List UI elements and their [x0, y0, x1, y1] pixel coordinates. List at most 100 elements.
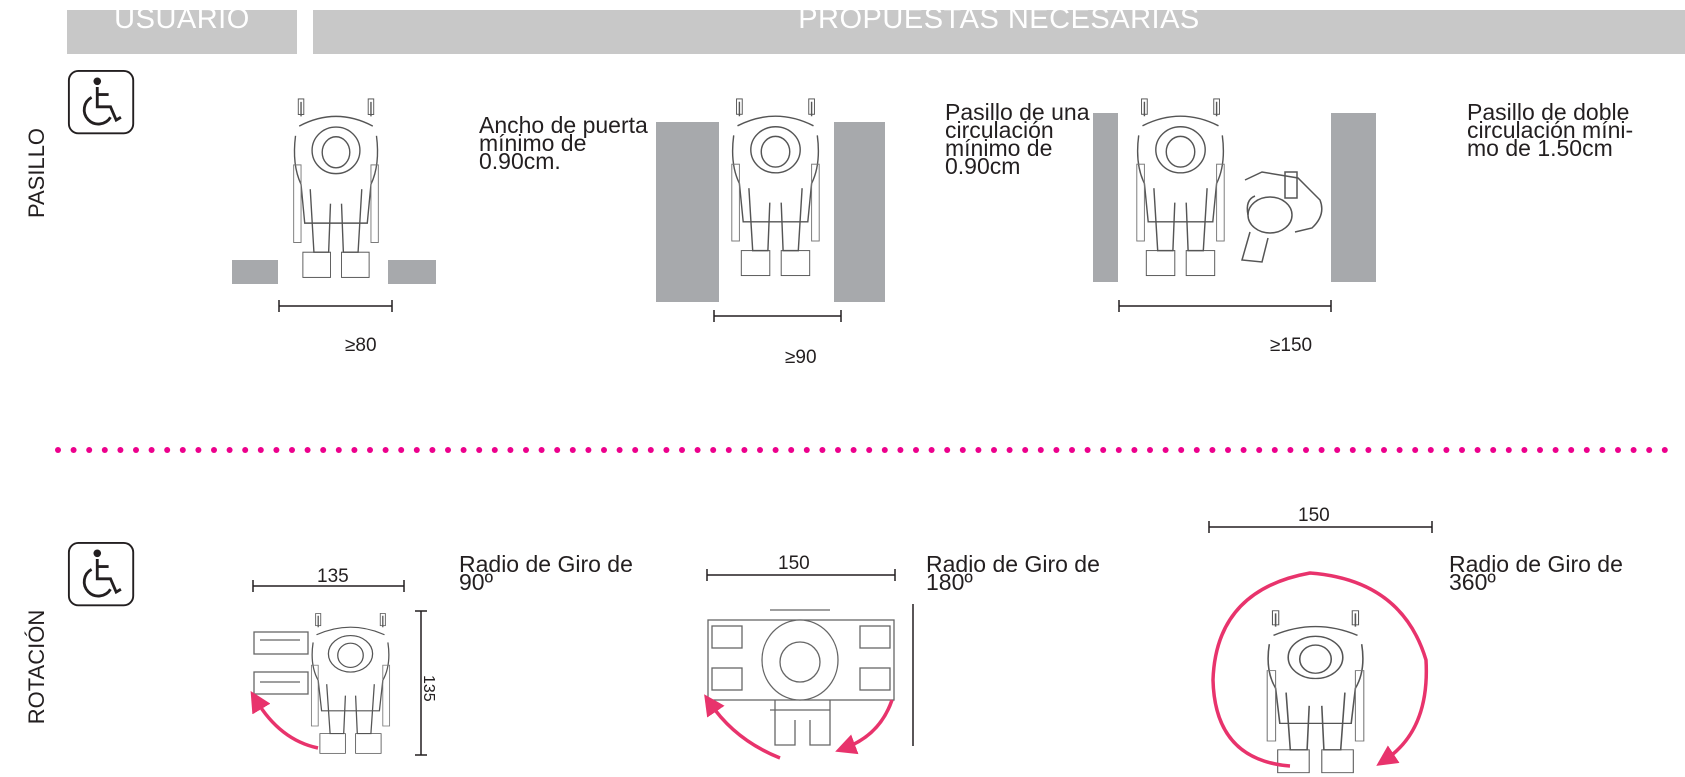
divider-dot: [211, 447, 217, 453]
divider-dot: [944, 447, 951, 453]
divider-dot: [679, 447, 685, 453]
divider-dot: [632, 447, 639, 453]
divider-dot: [273, 447, 280, 453]
desc-line: 360º: [1449, 569, 1496, 595]
door-width-drawing: [232, 98, 436, 312]
divider-dot: [367, 447, 373, 453]
divider-dot: [647, 447, 654, 453]
desc-line: mo de 1.50cm: [1467, 135, 1613, 161]
divider-dot: [179, 447, 186, 453]
dimension-90-height: 135: [420, 675, 437, 702]
wheelchair-accessibility-icon: [67, 541, 135, 607]
divider-dot: [991, 447, 997, 453]
divider-dot: [1427, 447, 1434, 453]
divider-dot: [819, 447, 826, 453]
divider-dot: [725, 447, 732, 453]
divider-dot: [226, 447, 233, 453]
desc-rotation-360: Radio de Giro de 360º: [1449, 551, 1623, 595]
desc-rotation-180: Radio de Giro de 180º: [926, 551, 1100, 594]
divider-dot: [117, 447, 124, 453]
divider-dot: [569, 447, 576, 453]
divider-dot: [257, 447, 264, 453]
header-propuestas-label: PROPUESTAS NECESARIAS: [798, 10, 1200, 35]
divider-dot: [866, 447, 873, 453]
divider-dot: [881, 447, 888, 453]
desc-double-corridor: Pasillo de doble circulación míni- mo de…: [1467, 99, 1634, 161]
divider-dot: [460, 447, 467, 453]
divider-dot: [55, 447, 61, 453]
divider-dot: [835, 447, 841, 453]
divider-dot: [757, 447, 763, 453]
divider-dot: [133, 447, 139, 453]
dimension-door: ≥80: [345, 335, 377, 356]
divider-dot: [1568, 447, 1575, 453]
divider-dot: [1583, 447, 1590, 453]
divider-dot: [1552, 447, 1559, 453]
divider-dot: [1381, 447, 1387, 453]
divider-dot: [1318, 447, 1325, 453]
divider-dot: [1365, 447, 1372, 453]
divider-dot: [1069, 447, 1075, 453]
desc-line: Radio de Giro de: [459, 551, 633, 577]
divider-dot: [1225, 447, 1231, 453]
desc-line: Pasillo de una: [945, 99, 1090, 125]
divider-dot: [1115, 447, 1122, 453]
desc-door-width: Ancho de puerta mínimo de 0.90cm.: [479, 114, 648, 173]
divider-dot: [523, 447, 529, 453]
desc-line: Radio de Giro de: [1449, 551, 1623, 577]
desc-line: circulación: [945, 117, 1054, 143]
divider-dot: [304, 447, 311, 453]
divider-dot: [429, 447, 436, 453]
desc-line: mínimo de: [479, 130, 587, 156]
divider-dot: [554, 447, 561, 453]
divider-dot: [928, 447, 935, 453]
header-usuario-label: USUARIO: [114, 10, 250, 35]
desc-line: Radio de Giro de: [926, 551, 1100, 577]
divider-dot: [803, 447, 810, 453]
divider-dot: [741, 447, 748, 453]
divider-dot: [772, 447, 779, 453]
dimension-180-width: 150: [778, 553, 810, 574]
double-corridor-drawing: [1093, 98, 1376, 312]
divider-dot: [507, 447, 514, 453]
desc-line: mínimo de: [945, 135, 1053, 161]
divider-dot: [70, 447, 77, 453]
divider-dot: [959, 447, 966, 453]
divider-dot: [476, 447, 483, 453]
desc-line: Pasillo de doble: [1467, 99, 1630, 125]
divider-dot: [1412, 447, 1419, 453]
divider-dot: [164, 447, 171, 453]
divider-dot: [788, 447, 795, 453]
divider-dot: [491, 447, 498, 453]
single-corridor-drawing: [656, 98, 885, 322]
divider-dot: [913, 447, 919, 453]
divider-dot: [242, 447, 249, 453]
divider-dot: [86, 447, 93, 453]
rotation-360-drawing: [1208, 521, 1433, 774]
section-divider: [55, 447, 1668, 453]
divider-dot: [195, 447, 202, 453]
divider-dot: [1037, 447, 1044, 453]
divider-dot: [1287, 447, 1294, 453]
divider-dot: [694, 447, 701, 453]
divider-dot: [975, 447, 982, 453]
header-usuario: USUARIO: [67, 10, 297, 54]
divider-dot: [1443, 447, 1450, 453]
dimension-90-width: 135: [317, 566, 349, 587]
divider-dot: [289, 447, 295, 453]
divider-dot: [850, 447, 857, 453]
divider-dot: [1349, 447, 1356, 453]
divider-dot: [1490, 447, 1497, 453]
divider-dot: [616, 447, 623, 453]
wheelchair-accessibility-icon: [67, 69, 135, 135]
divider-dot: [1131, 447, 1138, 453]
dimension-360-width: 150: [1298, 505, 1330, 526]
divider-dot: [382, 447, 389, 453]
dimension-double: ≥150: [1270, 335, 1313, 356]
divider-dot: [1193, 447, 1200, 453]
divider-dot: [1615, 447, 1621, 453]
divider-dot: [1162, 447, 1169, 453]
desc-single-corridor: Pasillo de una circulación mínimo de 0.9…: [945, 99, 1090, 178]
desc-line: circulación míni-: [1467, 117, 1634, 143]
